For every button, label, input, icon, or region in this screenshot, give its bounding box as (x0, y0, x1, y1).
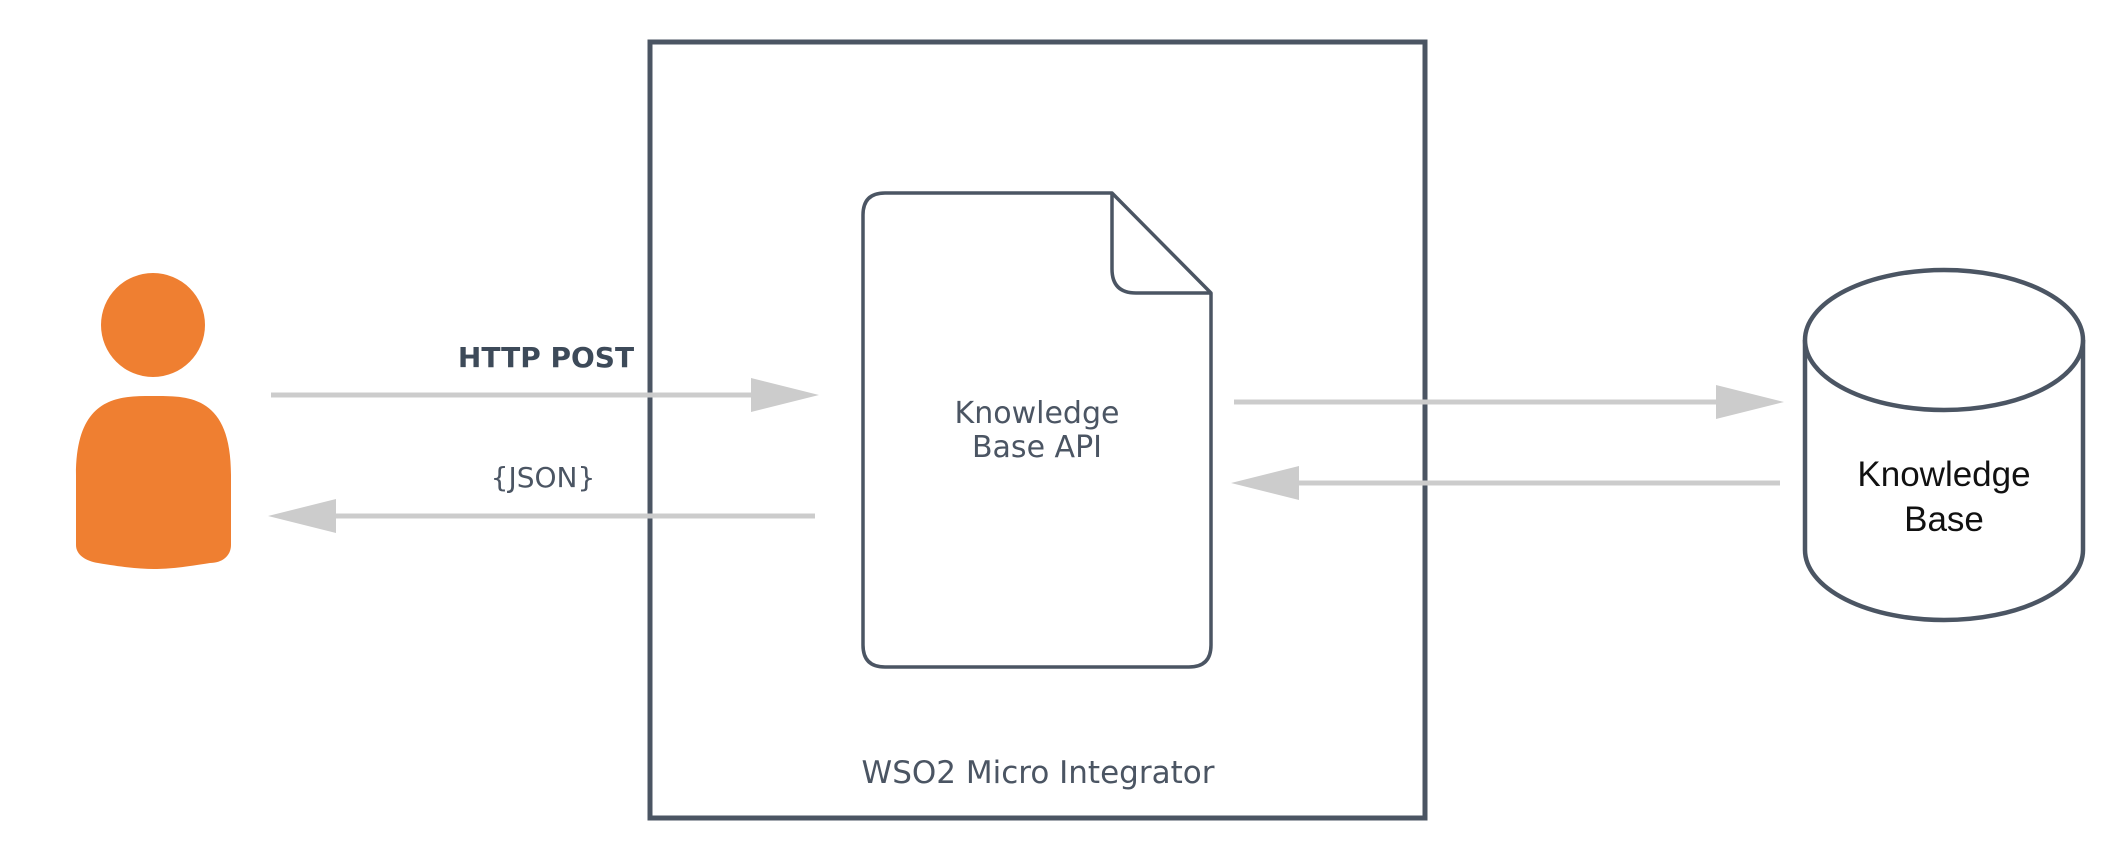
response-label: {JSON} (491, 461, 596, 494)
micro-integrator-label: WSO2 Micro Integrator (862, 755, 1215, 791)
request-label: HTTP POST (458, 341, 634, 374)
database-to-api-arrow (1231, 466, 1780, 500)
database-top (1802, 267, 2086, 413)
database-icon (1802, 267, 2086, 623)
database-label-line2: Base (1904, 500, 1984, 539)
api-label-line2: Base API (972, 430, 1102, 465)
api-to-database-arrow (1234, 385, 1784, 419)
document-outline (861, 191, 1213, 669)
user-body (76, 395, 231, 569)
document-fold (1110, 193, 1211, 295)
database-label-line1: Knowledge (1857, 455, 2030, 494)
database-body (1802, 340, 2086, 623)
micro-integrator-container (647, 39, 1428, 821)
request-arrow (271, 378, 819, 412)
user-icon (76, 273, 231, 569)
user-head (101, 273, 205, 377)
response-arrow (268, 499, 815, 533)
document-icon (861, 191, 1213, 669)
api-label-line1: Knowledge (955, 396, 1120, 431)
